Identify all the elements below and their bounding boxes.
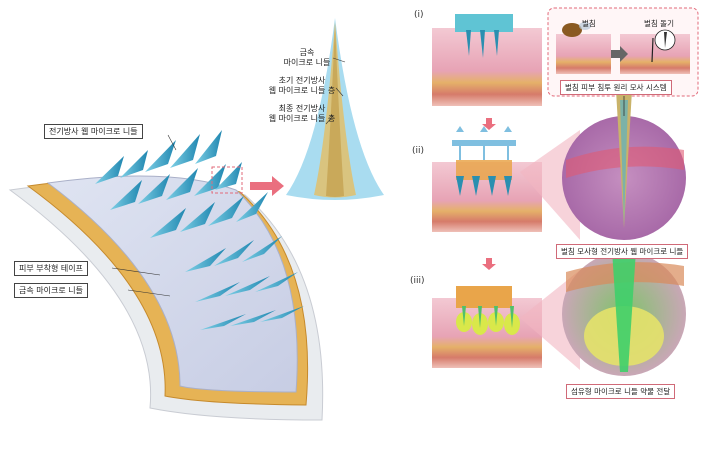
zoom-arrow [250, 176, 284, 196]
zoom-label-initial: 초기 전기방사 웹 마이크로 니들 층 [268, 76, 336, 95]
patch-needles [95, 130, 304, 330]
inset-arrow [611, 46, 628, 62]
label-metal-needles: 금속 마이크로 니들 [14, 283, 88, 298]
zoom-label-final: 최종 전기방사 웹 마이크로 니들 층 [268, 104, 336, 123]
label-electrospun-needles: 전기방사 웹 마이크로 니들 [44, 124, 143, 139]
zoom-source-box [211, 166, 243, 194]
stage-iii-label: (iii) [410, 276, 425, 286]
caption-stage-ii: 벌침 모사형 전기방사 웹 마이크로 니들 [556, 244, 689, 259]
stage-iii-skin [432, 286, 542, 368]
microneedle-patch [8, 175, 324, 421]
needle-zoom-cone [286, 18, 384, 200]
barb-label: 벌침 돌기 [644, 19, 674, 28]
stage-ii-skin [432, 126, 542, 232]
bee-label: 벌침 [582, 19, 596, 28]
caption-stage-iii: 섬유형 마이크로 니들 약물 전달 [566, 384, 676, 399]
stage-i-skin [432, 14, 542, 106]
stage-ii-label: (ii) [412, 146, 425, 156]
label-skin-tape: 피부 부착형 테이프 [14, 261, 88, 276]
caption-stage-i: 벌침 피부 침투 원리 모사 시스템 [560, 80, 672, 95]
zoom-label-metal: 금속 마이크로 니들 [283, 48, 331, 67]
stage-i-label: (i) [414, 10, 424, 20]
bee-icon [562, 23, 582, 37]
